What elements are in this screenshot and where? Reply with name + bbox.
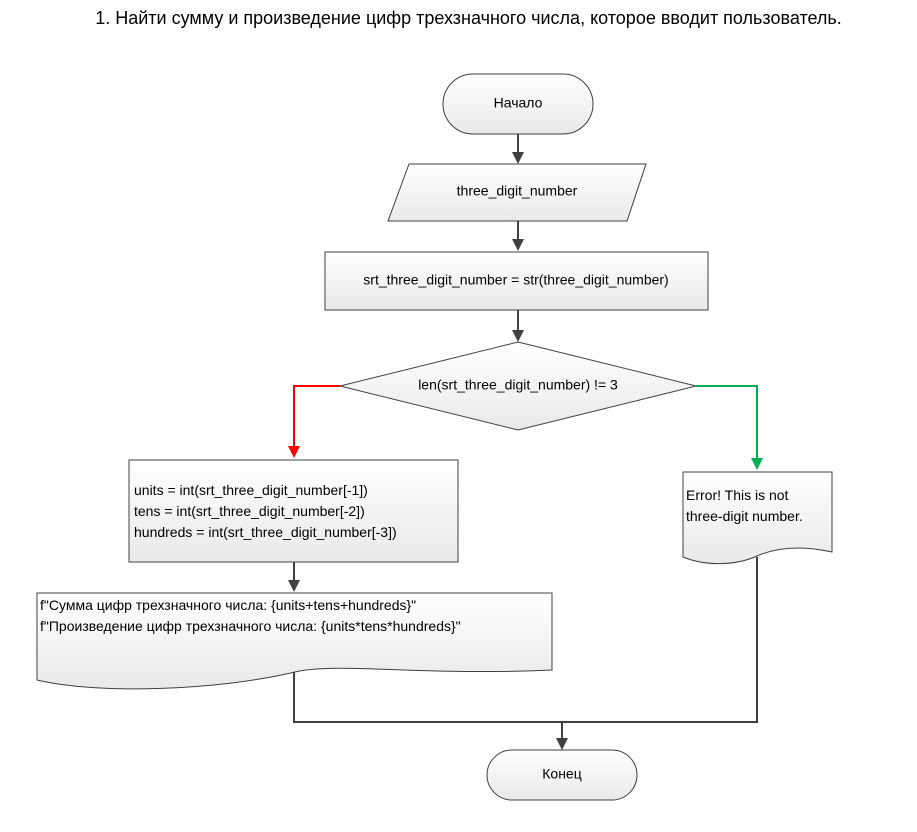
decision-label: len(srt_three_digit_number) != 3 xyxy=(418,377,618,393)
process-rect: srt_three_digit_number = str(three_digit… xyxy=(324,251,709,311)
connector-process-decision xyxy=(512,310,524,342)
start-terminator: Начало xyxy=(442,73,594,135)
connector-merge-end xyxy=(556,722,568,750)
decision-diamond: len(srt_three_digit_number) != 3 xyxy=(339,341,697,431)
input-label: three_digit_number xyxy=(457,183,578,199)
connector-decision-true-branch xyxy=(696,385,763,470)
result-line: f"Произведение цифр трехзначного числа: … xyxy=(40,618,461,634)
start-label: Начало xyxy=(494,95,543,111)
connector-start-input xyxy=(512,134,524,164)
connector-decision-false-branch xyxy=(288,385,340,458)
input-parallelogram: three_digit_number xyxy=(387,163,647,222)
compute-rect: units = int(srt_three_digit_number[-1]) … xyxy=(128,459,459,563)
process-label: srt_three_digit_number = str(three_digit… xyxy=(363,272,668,288)
compute-line: units = int(srt_three_digit_number[-1]) xyxy=(134,482,368,498)
connector-output-end xyxy=(293,670,562,723)
result-line: f"Сумма цифр трехзначного числа: {units+… xyxy=(40,597,416,613)
error-document: Error! This is not three-digit number. xyxy=(682,471,833,565)
page-title: 1. Найти сумму и произведение цифр трехз… xyxy=(95,8,842,28)
compute-line: tens = int(srt_three_digit_number[-2]) xyxy=(134,503,365,519)
connector-input-process xyxy=(512,221,524,251)
error-line: Error! This is not xyxy=(686,487,789,503)
end-label: Конец xyxy=(542,766,581,782)
error-line: three-digit number. xyxy=(686,508,803,524)
result-document: f"Сумма цифр трехзначного числа: {units+… xyxy=(36,592,553,690)
connectors xyxy=(288,134,763,750)
end-terminator: Конец xyxy=(486,749,638,801)
connector-error-end xyxy=(562,557,758,723)
connector-compute-output xyxy=(288,562,300,592)
compute-line: hundreds = int(srt_three_digit_number[-3… xyxy=(134,524,397,540)
